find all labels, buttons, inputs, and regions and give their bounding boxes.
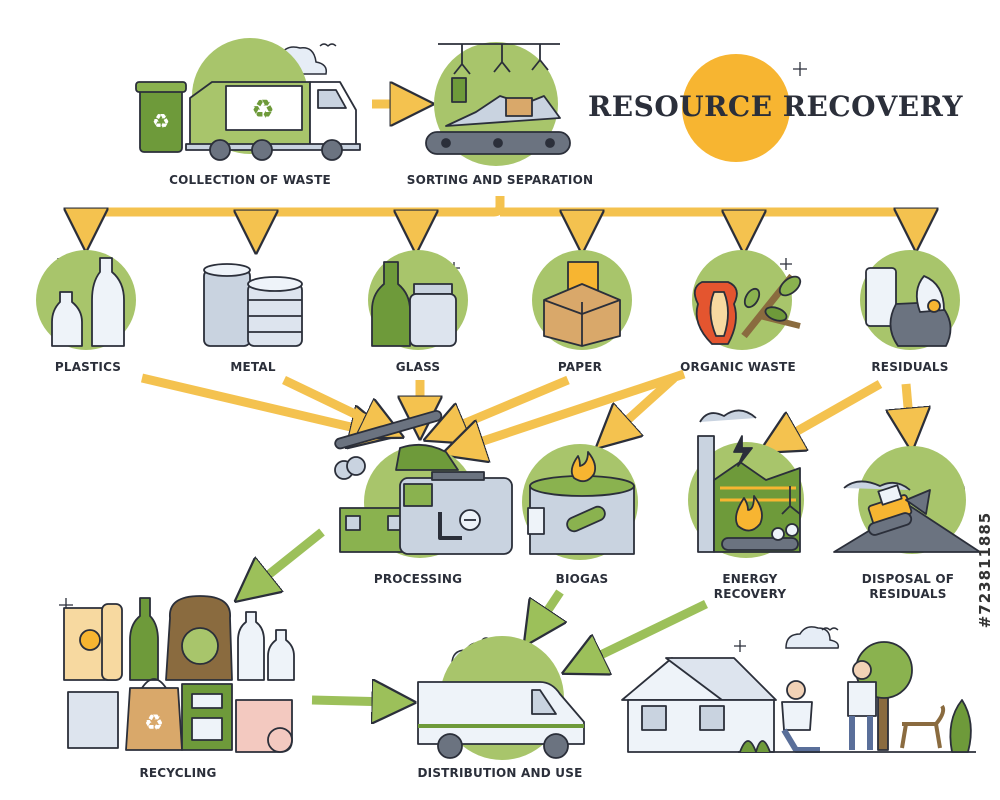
- label-plastics: PLASTICS: [54, 360, 122, 374]
- arrow-sorting-to-categories: [86, 196, 916, 232]
- sorting-illustration: [425, 42, 571, 166]
- cloud-icon: [261, 46, 966, 665]
- label-residuals: RESIDUALS: [871, 360, 949, 374]
- label-processing: PROCESSING: [373, 572, 463, 586]
- svg-text:♻: ♻: [152, 109, 170, 133]
- svg-text:♻: ♻: [251, 95, 274, 125]
- label-glass: GLASS: [395, 360, 441, 374]
- glass-illustration: [368, 250, 468, 350]
- residuals-illustration: [860, 250, 960, 350]
- label-paper: PAPER: [557, 360, 603, 374]
- arrow-green-flow: [252, 528, 708, 702]
- organic-waste-illustration: [692, 250, 802, 350]
- house-and-people-illustration: [621, 641, 976, 753]
- plastics-illustration: [36, 250, 136, 350]
- label-distribution-and-use: DISTRIBUTION AND USE: [417, 766, 583, 780]
- stock-id-label: #723811885: [976, 511, 994, 629]
- paper-illustration: [532, 250, 632, 350]
- label-sorting-and-separation: SORTING AND SEPARATION: [406, 173, 594, 187]
- label-metal: METAL: [230, 360, 276, 374]
- label-organic-waste: ORGANIC WASTE: [680, 360, 796, 374]
- page-title: RESOURCE RECOVERY: [588, 90, 964, 123]
- svg-text:♻: ♻: [144, 711, 164, 736]
- label-recycling: RECYCLING: [139, 766, 217, 780]
- disposal-illustration: [833, 446, 981, 554]
- label-collection-of-waste: COLLECTION OF WASTE: [169, 173, 331, 187]
- distribution-illustration: [417, 636, 585, 760]
- recycling-illustration: ♻: [63, 595, 295, 753]
- processing-illustration: [334, 409, 513, 558]
- sun-icon: [682, 54, 790, 162]
- metal-illustration: [203, 263, 303, 347]
- collection-illustration: ♻ ♻: [135, 38, 361, 161]
- label-biogas: BIOGAS: [555, 572, 609, 586]
- energy-recovery-illustration: [688, 409, 804, 558]
- arrow-categories-to-outputs: [140, 369, 910, 448]
- biogas-illustration: [522, 444, 638, 560]
